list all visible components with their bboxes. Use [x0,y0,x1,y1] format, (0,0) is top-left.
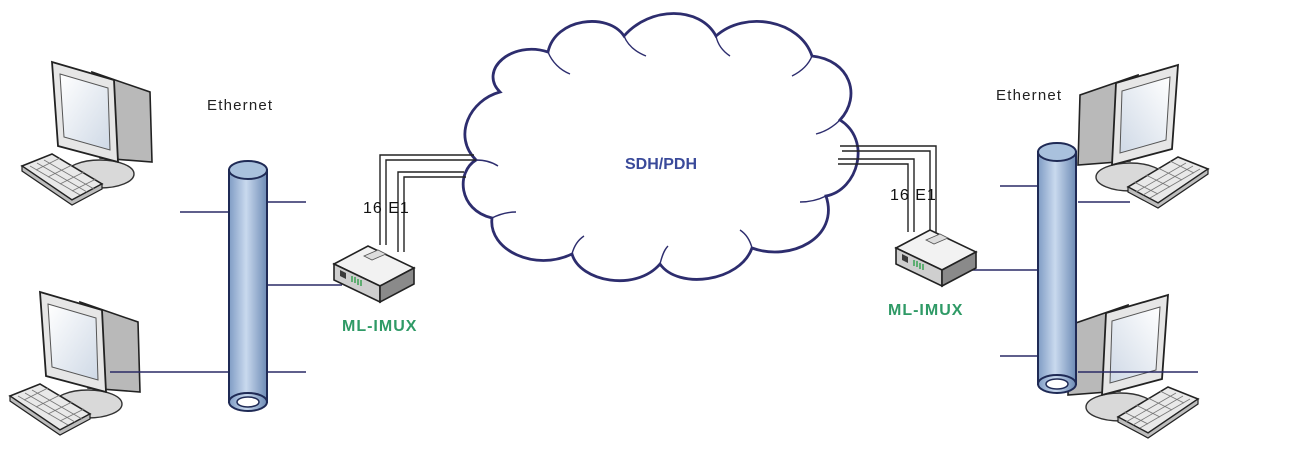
computer-icon [21,61,153,206]
computer-icon [1077,64,1209,209]
left-e1-label: 16 E1 [363,200,410,217]
right-e1-label: 16 E1 [890,187,937,204]
sdh-pdh-cloud [461,12,860,283]
right-ml-imux-label: ML-IMUX [888,302,963,319]
computer-icon [1067,294,1199,439]
cloud-label: SDH/PDH [625,156,697,173]
left-ethernet-label: Ethernet [207,97,273,114]
left-ml-imux-label: ML-IMUX [342,318,417,335]
computer-icon [9,291,141,436]
left-e1-lines [379,154,476,252]
left-ml-imux-device [333,245,415,303]
left-ethernet-bus [228,160,268,412]
right-ethernet-bus [1037,142,1077,394]
right-bus-taps [960,185,1198,373]
right-ethernet-label: Ethernet [996,87,1062,104]
right-e1-lines [838,145,937,236]
left-bus-taps [110,201,342,373]
right-ml-imux-device [895,229,977,287]
